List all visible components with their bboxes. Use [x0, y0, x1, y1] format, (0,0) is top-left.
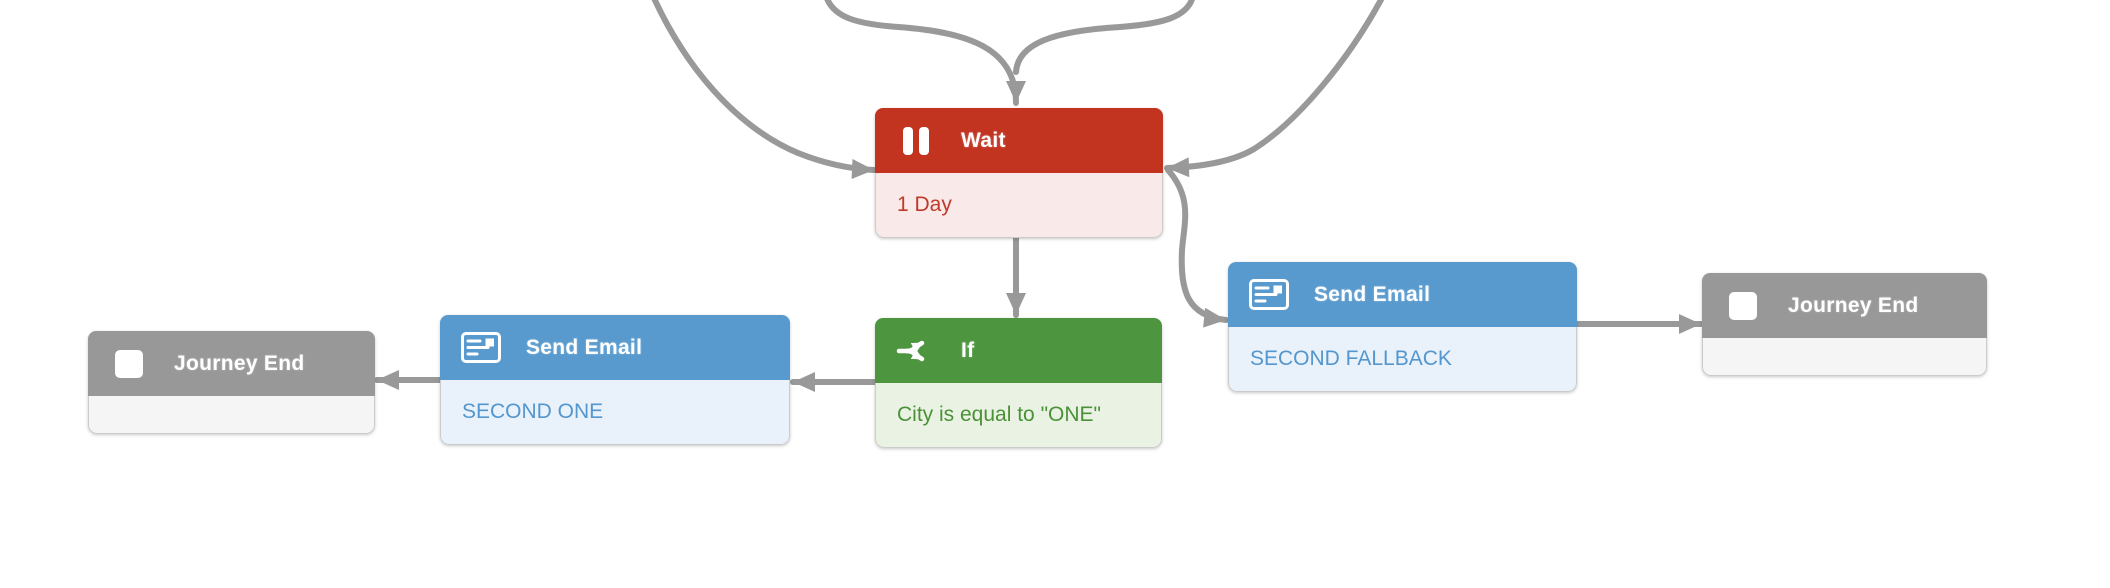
journey-end-right-node-body [1702, 338, 1987, 376]
send-email-one-node-title: Send Email [526, 335, 643, 359]
send-email-fallback-node[interactable]: Send Email SECOND FALLBACK [1228, 262, 1577, 392]
journey-end-left-node-title: Journey End [174, 351, 305, 375]
send-email-fallback-node-subtitle: SECOND FALLBACK [1250, 347, 1452, 370]
wait-node-body: 1 Day [875, 173, 1163, 238]
email-icon [1248, 279, 1290, 310]
decision-split-icon [895, 334, 937, 368]
wait-node[interactable]: Wait 1 Day [875, 108, 1163, 238]
send-email-fallback-node-title: Send Email [1314, 282, 1431, 306]
send-email-one-node-header: Send Email [440, 315, 790, 380]
send-email-one-node-body: SECOND ONE [440, 380, 790, 445]
stop-icon [108, 349, 150, 379]
send-email-fallback-node-body: SECOND FALLBACK [1228, 327, 1577, 392]
send-email-fallback-node-header: Send Email [1228, 262, 1577, 327]
connector-top-merge-left-branch [824, 0, 1026, 106]
journey-end-left-node[interactable]: Journey End [88, 331, 375, 434]
wait-node-title: Wait [961, 128, 1006, 152]
send-email-one-node[interactable]: Send Email SECOND ONE [440, 315, 790, 445]
connector-topleft-to-wait-left [651, 0, 877, 179]
connector-top-merge-right-branch [1013, 0, 1195, 75]
wait-node-subtitle: 1 Day [897, 193, 952, 216]
email-icon [460, 332, 502, 363]
send-email-one-node-subtitle: SECOND ONE [462, 400, 604, 423]
journey-end-left-node-header: Journey End [88, 331, 375, 396]
journey-end-right-node[interactable]: Journey End [1702, 273, 1987, 376]
journey-end-left-node-body [88, 396, 375, 434]
if-node-header: If [875, 318, 1162, 383]
connector-wait-to-send-email-fallback [1165, 167, 1229, 328]
stop-icon [1722, 291, 1764, 321]
wait-node-header: Wait [875, 108, 1163, 173]
connector-topright-to-wait-right [1164, 0, 1385, 178]
if-node-subtitle: City is equal to "ONE" [897, 403, 1101, 426]
if-node-title: If [961, 338, 975, 362]
pause-icon [895, 126, 937, 156]
if-node-body: City is equal to "ONE" [875, 383, 1162, 448]
journey-end-right-node-title: Journey End [1788, 293, 1919, 317]
journey-end-right-node-header: Journey End [1702, 273, 1987, 338]
if-node[interactable]: If City is equal to "ONE" [875, 318, 1162, 448]
